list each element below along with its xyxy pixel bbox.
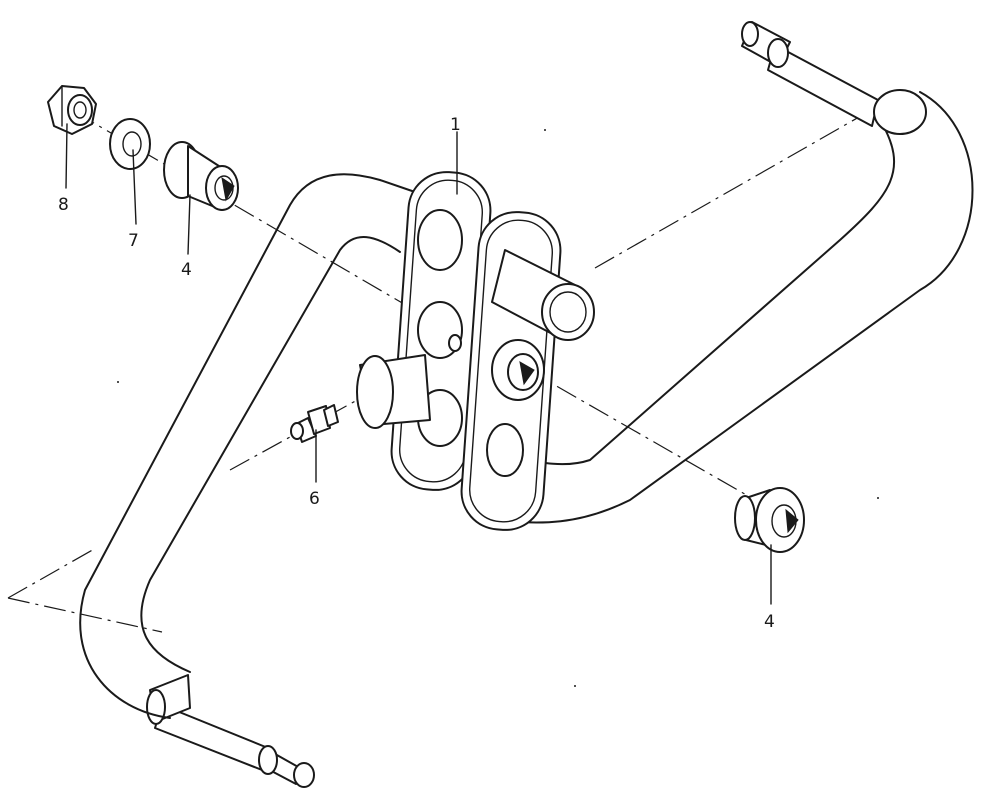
bushing-upper-part (163, 141, 239, 211)
bushing-lower-part (734, 487, 805, 553)
callout-6: 6 (309, 489, 320, 509)
callout-1: 1 (450, 115, 461, 135)
callout-4-upper: 4 (181, 260, 192, 280)
stabilizer-bar (79, 21, 974, 788)
leader-lines (65, 123, 772, 605)
callout-8: 8 (58, 195, 69, 215)
washer-part (109, 118, 151, 170)
mounting-bracket (356, 171, 595, 531)
callout-7: 7 (128, 231, 139, 251)
callout-4-lower: 4 (764, 612, 775, 632)
stray-marks (117, 129, 879, 687)
grease-nipple-part (290, 404, 339, 443)
callout-labels: 1 8 7 4 6 4 (58, 115, 775, 632)
nut-part (47, 85, 97, 135)
